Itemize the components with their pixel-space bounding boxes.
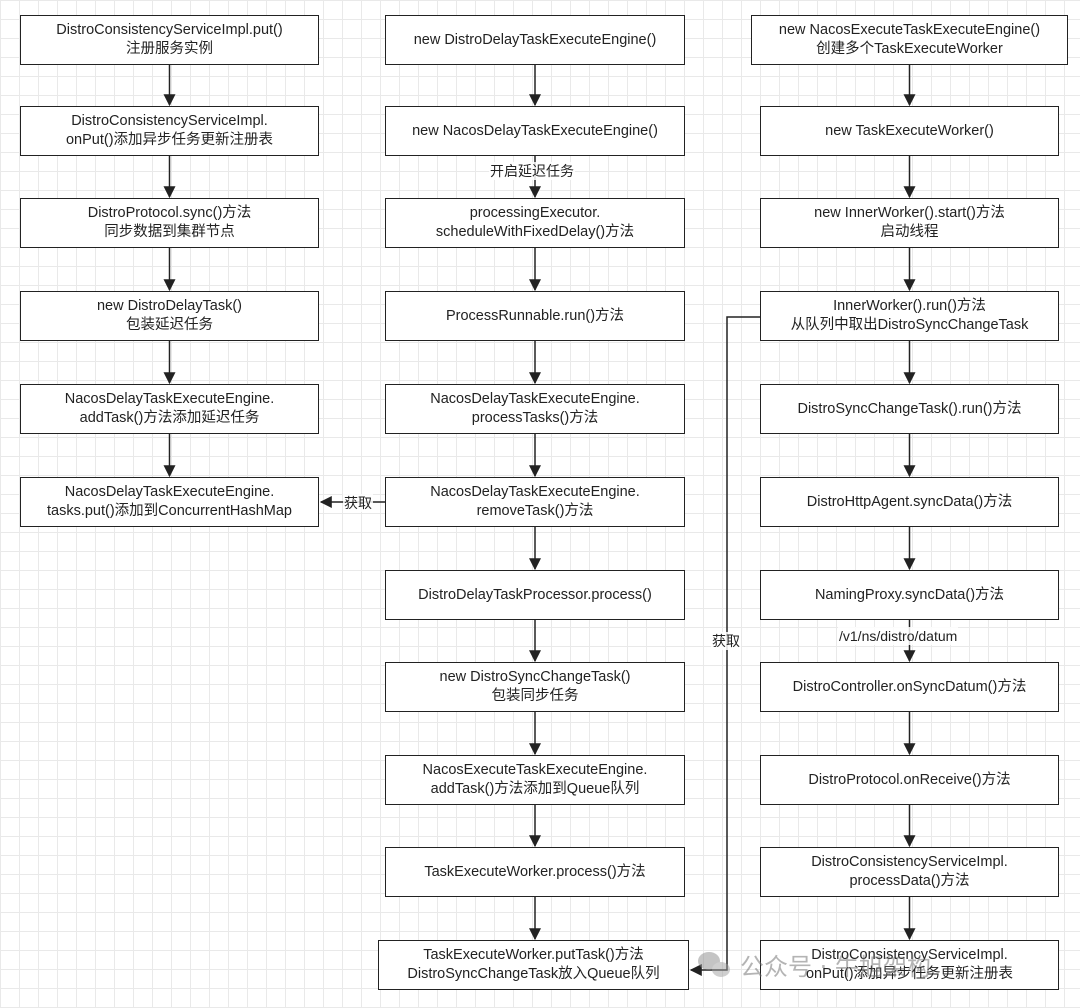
flow-node-line: 包装同步任务: [491, 688, 579, 704]
flow-node-line: NacosDelayTaskExecuteEngine.: [430, 391, 640, 407]
flow-node-line: tasks.put()添加到ConcurrentHashMap: [47, 503, 292, 519]
watermark-text: 公众号 · 牛旭架构: [740, 952, 931, 981]
flow-node-right-1: new TaskExecuteWorker(): [760, 106, 1059, 156]
flow-node-right-6: NamingProxy.syncData()方法: [760, 570, 1059, 620]
flow-node-right-3: InnerWorker().run()方法从队列中取出DistroSyncCha…: [760, 291, 1059, 341]
flow-node-left-3: new DistroDelayTask() 包装延迟任务: [20, 291, 319, 341]
flow-node-middle-6: DistroDelayTaskProcessor.process(): [385, 570, 685, 620]
edge-label-fetch-queue: 获取: [711, 632, 741, 650]
flow-node-line: new InnerWorker().start()方法: [814, 205, 1005, 221]
flow-node-line: DistroHttpAgent.syncData()方法: [806, 493, 1013, 510]
flow-node-middle-10: TaskExecuteWorker.putTask()方法 DistroSyncC…: [378, 940, 689, 990]
flow-node-middle-8: NacosExecuteTaskExecuteEngine. addTask()方…: [385, 755, 685, 805]
flow-node-right-5: DistroHttpAgent.syncData()方法: [760, 477, 1059, 527]
flow-node-line: DistroConsistencyServiceImpl.put(): [56, 22, 283, 38]
flow-node-line: DistroDelayTaskProcessor.process(): [418, 586, 652, 603]
flow-node-line: onPut()添加异步任务更新注册表: [805, 966, 1014, 982]
flow-node-line: TaskExecuteWorker.putTask()方法: [423, 947, 644, 963]
flow-node-middle-3: ProcessRunnable.run()方法: [385, 291, 685, 341]
flow-node-line: new TaskExecuteWorker(): [825, 122, 994, 139]
watermark: 公众号 · 牛旭架构: [698, 944, 931, 984]
flow-node-line: 启动线程: [880, 224, 939, 240]
flow-node-line: processData()方法: [849, 873, 970, 889]
flow-node-right-2: new InnerWorker().start()方法启动线程: [760, 198, 1059, 248]
flow-node-line: DistroConsistencyServiceImpl.: [71, 113, 268, 129]
flow-node-left-5: NacosDelayTaskExecuteEngine. tasks.put()添…: [20, 477, 319, 527]
flow-node-line: DistroConsistencyServiceImpl.: [811, 854, 1008, 870]
flow-node-line: processTasks()方法: [471, 410, 599, 426]
edge-label-start-delay-task: 开启延迟任务: [489, 162, 575, 180]
flow-node-line: NacosDelayTaskExecuteEngine.: [64, 484, 275, 500]
flow-node-line: TaskExecuteWorker.process()方法: [424, 863, 646, 880]
flow-node-line: DistroSyncChangeTask放入Queue队列: [407, 966, 660, 982]
flow-node-right-10: DistroConsistencyServiceImpl. onPut()添加异步…: [760, 940, 1059, 990]
flow-node-left-0: DistroConsistencyServiceImpl.put() 注册服务实例: [20, 15, 319, 65]
flow-node-line: new DistroDelayTask(): [96, 298, 243, 314]
flow-node-line: removeTask()方法: [476, 503, 594, 519]
flow-node-middle-9: TaskExecuteWorker.process()方法: [385, 847, 685, 897]
flow-node-line: DistroSyncChangeTask().run()方法: [797, 400, 1022, 417]
flow-node-line: DistroProtocol.onReceive()方法: [808, 771, 1011, 788]
flow-node-line: onPut()添加异步任务更新注册表: [65, 132, 274, 148]
flow-node-line: 包装延迟任务: [126, 317, 213, 333]
flow-node-line: new NacosDelayTaskExecuteEngine(): [412, 122, 658, 139]
flow-node-line: NacosExecuteTaskExecuteEngine.: [422, 762, 648, 778]
flow-node-line: new NacosExecuteTaskExecuteEngine(): [778, 22, 1041, 38]
flow-node-middle-7: new DistroSyncChangeTask() 包装同步任务: [385, 662, 685, 712]
flow-node-line: DistroController.onSyncDatum()方法: [792, 678, 1027, 695]
flow-node-line: NacosDelayTaskExecuteEngine.: [64, 391, 275, 407]
flow-node-line: 从队列中取出DistroSyncChangeTask: [790, 317, 1029, 333]
flow-node-line: processingExecutor.: [469, 205, 601, 221]
flow-node-left-4: NacosDelayTaskExecuteEngine. addTask()方法添…: [20, 384, 319, 434]
flow-node-right-0: new NacosExecuteTaskExecuteEngine() 创建多个T…: [751, 15, 1068, 65]
flow-node-middle-5: NacosDelayTaskExecuteEngine. removeTask()…: [385, 477, 685, 527]
flow-node-right-4: DistroSyncChangeTask().run()方法: [760, 384, 1059, 434]
flow-node-middle-2: processingExecutor. scheduleWithFixedDela…: [385, 198, 685, 248]
flow-node-line: 注册服务实例: [126, 41, 213, 57]
flow-node-line: scheduleWithFixedDelay()方法: [435, 224, 635, 240]
flow-node-line: ProcessRunnable.run()方法: [445, 307, 625, 324]
flow-node-line: DistroProtocol.sync()方法: [87, 205, 252, 221]
flow-node-line: NacosDelayTaskExecuteEngine.: [430, 484, 640, 500]
flow-node-line: NamingProxy.syncData()方法: [814, 586, 1005, 603]
flow-node-line: 同步数据到集群节点: [104, 224, 235, 240]
flow-node-line: new DistroSyncChangeTask(): [439, 669, 631, 685]
flow-node-line: DistroConsistencyServiceImpl.: [811, 947, 1008, 963]
flow-node-right-7: DistroController.onSyncDatum()方法: [760, 662, 1059, 712]
flow-node-right-9: DistroConsistencyServiceImpl. processData…: [760, 847, 1059, 897]
flow-node-middle-1: new NacosDelayTaskExecuteEngine(): [385, 106, 685, 156]
flow-node-left-2: DistroProtocol.sync()方法同步数据到集群节点: [20, 198, 319, 248]
flow-node-middle-4: NacosDelayTaskExecuteEngine. processTasks…: [385, 384, 685, 434]
edge-label-endpoint: /v1/ns/distro/datum: [838, 627, 959, 645]
flow-node-line: addTask()方法添加到Queue队列: [430, 781, 640, 797]
wechat-icon: [698, 950, 732, 978]
flow-node-right-8: DistroProtocol.onReceive()方法: [760, 755, 1059, 805]
flow-node-line: addTask()方法添加延迟任务: [79, 410, 260, 426]
flow-node-line: 创建多个TaskExecuteWorker: [816, 41, 1003, 57]
flow-node-line: new DistroDelayTaskExecuteEngine(): [413, 31, 657, 48]
flow-node-middle-0: new DistroDelayTaskExecuteEngine(): [385, 15, 685, 65]
edge-label-fetch-left: 获取: [343, 494, 373, 512]
flow-node-left-1: DistroConsistencyServiceImpl. onPut()添加异步…: [20, 106, 319, 156]
flow-node-line: InnerWorker().run()方法: [833, 298, 986, 314]
